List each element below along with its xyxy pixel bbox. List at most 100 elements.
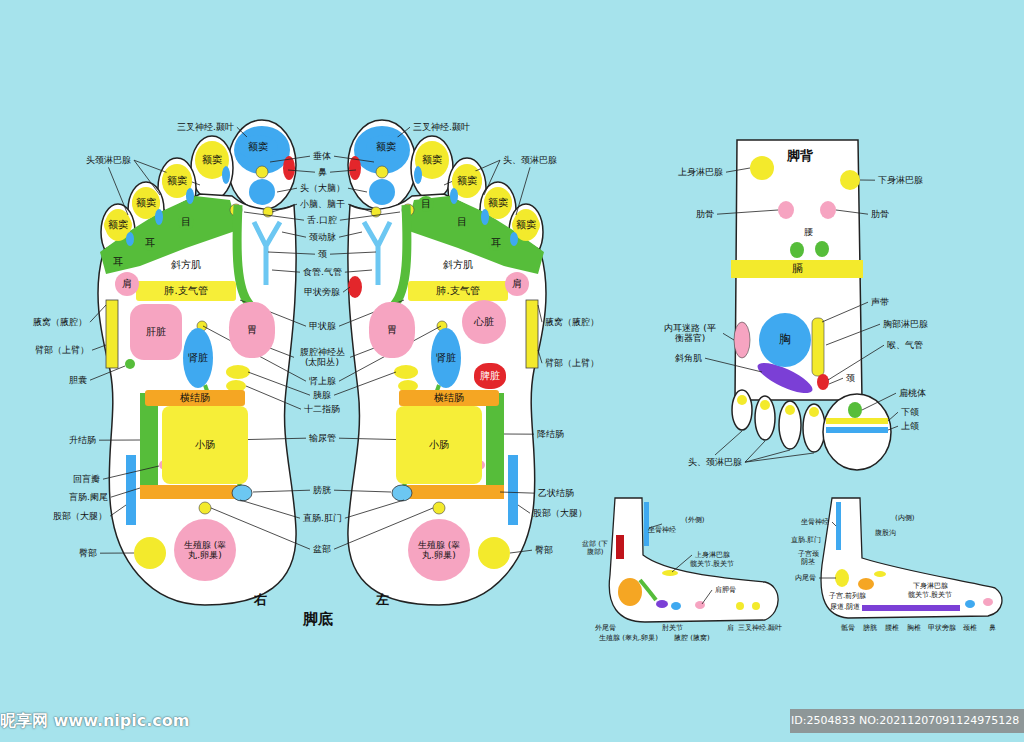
part-label: 回盲瓣 (73, 474, 100, 484)
outer-side-foot-part (671, 602, 681, 610)
leader-line (330, 252, 376, 254)
zone-label: 肺.支气管 (436, 285, 479, 297)
zone-label: 耳 (491, 237, 501, 249)
zone-shape: 小肠 (396, 406, 482, 484)
zone-label: 肝脏 (146, 326, 166, 338)
zone-shape: 肺.支气管 (136, 281, 236, 301)
zone-shape: 小肠 (162, 406, 248, 484)
zone-label: 胸 (779, 333, 791, 347)
leader-line (538, 350, 542, 363)
zone-shape: 胃 (229, 302, 275, 358)
instep-figure-part (840, 170, 860, 190)
leader-line (270, 156, 310, 162)
zone-label: 额窦 (108, 219, 128, 231)
part-label: 胰腺 (313, 390, 331, 400)
instep-figure-part (826, 427, 888, 433)
part-label: 髋关节.股关节 (908, 591, 952, 599)
leader-line (836, 210, 868, 214)
part-label: 输尿管 (309, 433, 336, 443)
zone-shape: 肩 (115, 272, 139, 296)
zone-shape: 耳 (142, 235, 158, 251)
zone-label: 小肠 (195, 439, 215, 451)
instep-figure-part-part (755, 396, 775, 440)
part-label: 髋关节.股关节 (690, 560, 734, 568)
part-label: 下身淋巴腺 (878, 175, 923, 185)
part-label: 甲状腺 (309, 321, 336, 331)
part-label: 头颈淋巴腺 (86, 155, 131, 165)
part-label: 骶骨 (841, 624, 855, 632)
leader-line (860, 180, 875, 181)
leader-line (538, 305, 542, 322)
zone-label: 肾脏 (436, 352, 456, 364)
zone-label: 耳 (145, 237, 155, 249)
part-label: 盆部 (下腹部) (581, 540, 609, 556)
part-label: 肋骨 (871, 209, 889, 219)
zone-label: 额窦 (248, 141, 268, 153)
leader-line (345, 500, 404, 518)
leader-line (717, 210, 778, 214)
part-label: 膀胱 (313, 485, 331, 495)
part-label: 肩 (727, 624, 734, 632)
leader-line (516, 167, 530, 215)
part-label: 乙状结肠 (538, 488, 574, 498)
zone-label: 生殖腺 (睾丸.卵巢) (178, 540, 232, 561)
part-label: 下颌 (901, 407, 919, 417)
instep-figure-part (778, 201, 794, 219)
zone-shape: 额窦 (417, 148, 447, 172)
zone-label: 额窦 (167, 175, 187, 187)
watermark-text: 昵享网 www.nipic.com (0, 712, 190, 730)
zone-shape: 额窦 (366, 135, 406, 159)
part-label: 舌.口腔 (307, 215, 337, 225)
zone-shape: 生殖腺 (睾丸.卵巢) (408, 519, 470, 581)
zone-shape: 肾脏 (431, 328, 461, 388)
watermark-id: ID:2504833 NO:20211207091124975128 (791, 715, 1019, 728)
part-label: 腰 (804, 227, 813, 237)
zone-label: 横结肠 (180, 392, 210, 404)
leader-line (888, 412, 898, 421)
leader-line (92, 345, 106, 350)
part-label: 盲肠.阑尾 (69, 492, 108, 502)
leader-line (110, 505, 126, 516)
part-label: 喉、气管 (887, 340, 923, 350)
part-label: 头（大脑） (300, 183, 345, 193)
part-label: 上身淋巴腺 (695, 551, 730, 559)
leader-line (345, 270, 372, 272)
inner-side-foot-part (965, 600, 975, 608)
zone-label: 肾脏 (188, 352, 208, 364)
part-label: 生殖腺 (睾丸.卵巢) (599, 634, 658, 642)
instep-figure-part (732, 390, 891, 470)
leader-line (510, 550, 532, 553)
zone-label: 胃 (387, 324, 397, 336)
zone-shape: 肺.支气管 (408, 281, 508, 301)
instep-figure-part-part (809, 407, 819, 417)
zone-shape: 肝脏 (130, 304, 182, 360)
zone-label: 心脏 (474, 316, 494, 328)
leader-line (822, 302, 868, 322)
inner-side-foot-part (858, 578, 874, 590)
part-label: 直肠.肛门 (791, 536, 821, 544)
zone-label: 额窦 (202, 154, 222, 166)
leader-line (484, 160, 500, 195)
zone-label: 额窦 (457, 175, 477, 187)
part-label: 肋骨 (696, 209, 714, 219)
zone-label: 斜方肌 (443, 259, 473, 271)
zone-label: 目 (457, 216, 467, 228)
zone-shape: 额窦 (132, 192, 160, 214)
instep-figure-part-part (760, 400, 770, 410)
zone-shape: 耳 (488, 235, 504, 251)
leader-line (832, 522, 836, 526)
zone-label: 额窦 (136, 197, 156, 209)
leader-line (745, 453, 814, 462)
part-label: (外侧) (685, 516, 704, 524)
leader-line (672, 555, 692, 572)
outer-side-foot-part (736, 602, 744, 610)
instep-figure (732, 140, 891, 470)
zone-shape: 额窦 (452, 169, 482, 193)
part-label: 三叉神经.颞叶 (177, 122, 234, 132)
inner-side-foot (821, 498, 1002, 618)
part-label: 头、颈淋巴腺 (503, 155, 557, 165)
part-label: (内侧) (895, 514, 914, 522)
part-label: 坐骨神经 (648, 526, 676, 534)
leader-line (862, 393, 896, 410)
part-label: 小脑、脑干 (300, 199, 345, 209)
